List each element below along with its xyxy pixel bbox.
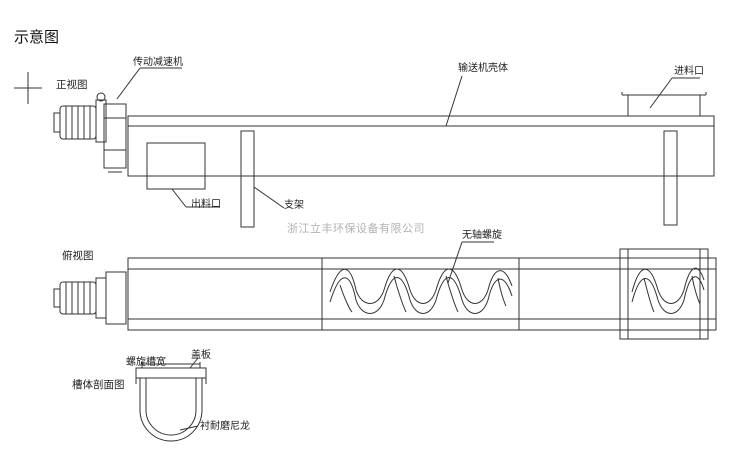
label-front-view: 正视图	[56, 79, 88, 91]
callout-casing: 输送机壳体	[458, 63, 508, 74]
section-trough-outer	[140, 378, 202, 441]
top-spiral-left	[330, 269, 512, 314]
section-trough-inner	[146, 378, 196, 435]
crosshair-marker	[14, 72, 42, 104]
top-spiral-right	[632, 268, 704, 313]
front-view	[54, 68, 714, 227]
top-trough	[128, 258, 716, 330]
callout-liner: 衬耐磨尼龙	[200, 421, 250, 432]
top-drive	[54, 272, 126, 324]
page-title: 示意图	[14, 28, 60, 46]
callout-spiral: 无轴螺旋	[462, 230, 502, 241]
front-support-right	[664, 131, 677, 225]
front-inlet	[622, 92, 706, 116]
callout-support: 支架	[284, 200, 304, 211]
front-support-left	[241, 131, 254, 227]
top-view	[54, 242, 716, 339]
callout-inlet: 进料口	[674, 66, 704, 77]
section-cover	[136, 368, 206, 378]
callout-outlet: 出料口	[191, 199, 221, 210]
front-casing	[128, 116, 714, 176]
section-view	[136, 358, 206, 441]
top-inlet	[620, 249, 708, 339]
callout-groove-width: 螺旋槽宽	[126, 357, 166, 368]
label-top-view: 俯视图	[62, 250, 94, 262]
callout-cover: 盖板	[191, 350, 211, 361]
label-section-view: 槽体剖面图	[72, 379, 125, 391]
callout-drive: 传动减速机	[133, 57, 183, 68]
front-outlet	[147, 143, 205, 189]
front-drive	[54, 93, 126, 172]
watermark: 浙江立丰环保设备有限公司	[287, 222, 425, 235]
